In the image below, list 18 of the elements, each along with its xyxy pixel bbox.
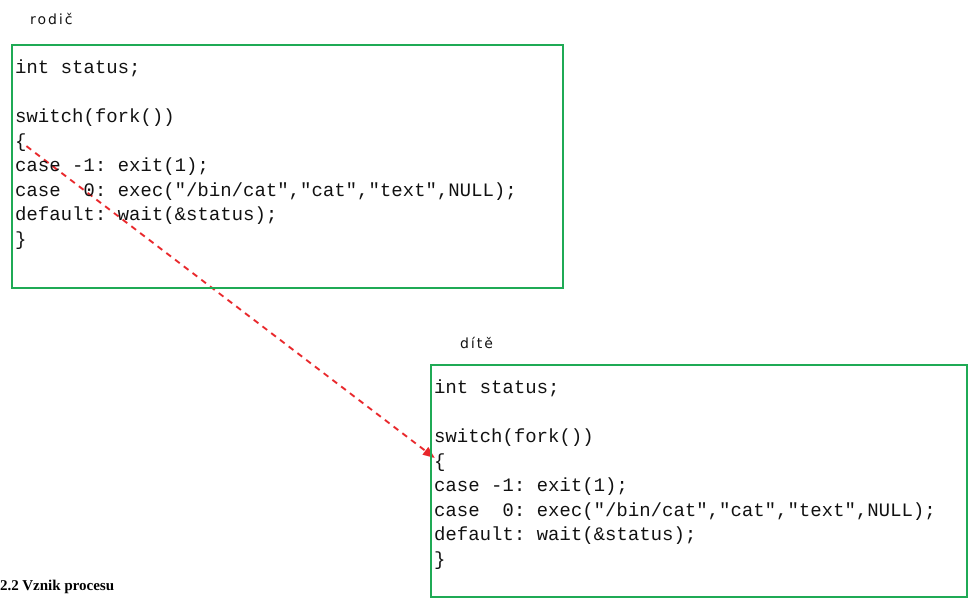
- code-line: default: wait(&status);: [434, 523, 696, 548]
- code-line: }: [434, 548, 446, 572]
- code-line: switch(fork()): [434, 425, 594, 450]
- code-line: case 0: exec("/bin/cat","cat","text",NULL);: [15, 178, 517, 203]
- code-line: switch(fork()): [15, 105, 175, 130]
- caption: 2.2 Vznik procesu: [0, 578, 114, 595]
- code-line: {: [15, 130, 26, 154]
- code-line: int status;: [434, 376, 560, 400]
- box-heading: dítě: [460, 336, 495, 352]
- code-line: case 0: exec("/bin/cat","cat","text",NULL);: [434, 498, 936, 523]
- arrow: [26, 145, 435, 458]
- code-line: case -1: exit(1);: [434, 474, 628, 498]
- code-line: }: [15, 228, 26, 252]
- code-line: {: [434, 450, 446, 474]
- code-line: case -1: exit(1);: [15, 154, 209, 178]
- box-heading: rodič: [30, 12, 74, 28]
- code-line: int status;: [15, 56, 140, 80]
- code-line: default: wait(&status);: [15, 203, 278, 228]
